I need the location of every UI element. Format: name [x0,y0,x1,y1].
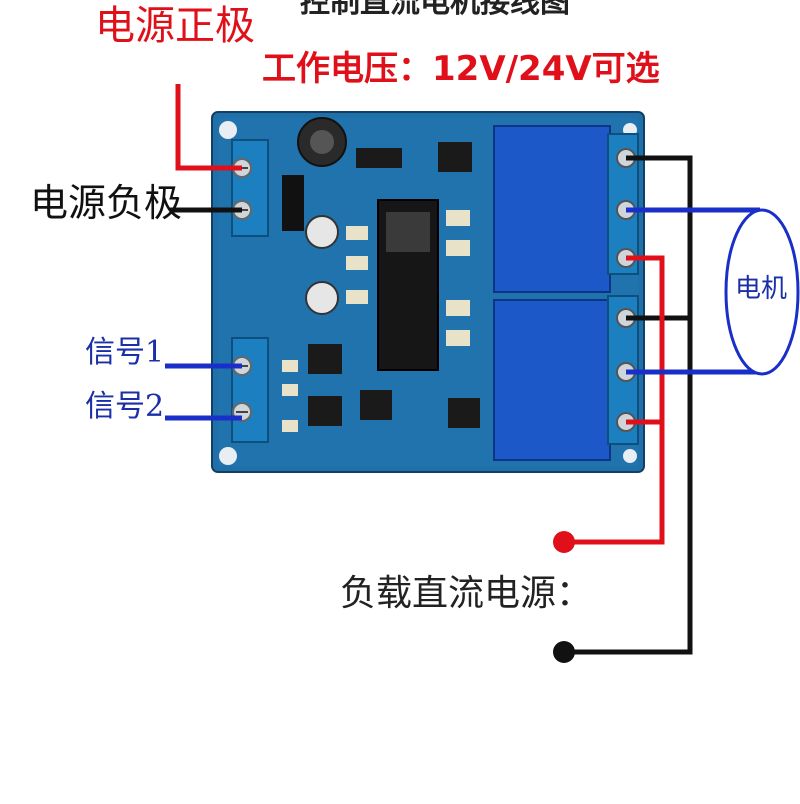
mount-hole-bl [219,447,237,465]
load-positive-dot [553,531,575,553]
wires-left [165,84,242,421]
diode [282,175,304,231]
label-signal-2: 信号2 [85,389,165,424]
label-power-negative: 电源负极 [30,181,183,225]
wires-right [566,155,760,655]
power-terminal-block [231,139,269,237]
diagram-title: 控制直流电机接线图 [300,0,570,20]
relay-module-board [211,111,645,473]
mount-hole-br [623,449,637,463]
label-load-dc-power: 负载直流电源： [340,573,593,614]
capacitor-2 [305,281,339,315]
signal-terminal-block [231,337,269,443]
ic-bottom [448,398,480,428]
label-power-positive: 电源正极 [95,3,255,49]
wire-load-negative [566,155,693,655]
ic-top [438,142,472,172]
capacitor-1 [305,215,339,249]
label-working-voltage: 工作电压：12V/24V可选 [262,49,660,89]
wire-power-positive [175,84,242,171]
load-negative-dot [553,641,575,663]
relay-top [493,125,611,293]
wire-load-positive [566,255,665,545]
relay-bottom [493,299,611,461]
mount-hole-tl [219,121,237,139]
label-motor: 电机 [735,274,788,304]
board-components [282,117,480,432]
transistor-1 [308,344,342,374]
label-signal-1: 信号1 [85,335,165,370]
transistor-2 [308,396,342,426]
smd-component [356,148,402,168]
motor-circle [724,208,800,376]
ic-small [360,390,392,420]
